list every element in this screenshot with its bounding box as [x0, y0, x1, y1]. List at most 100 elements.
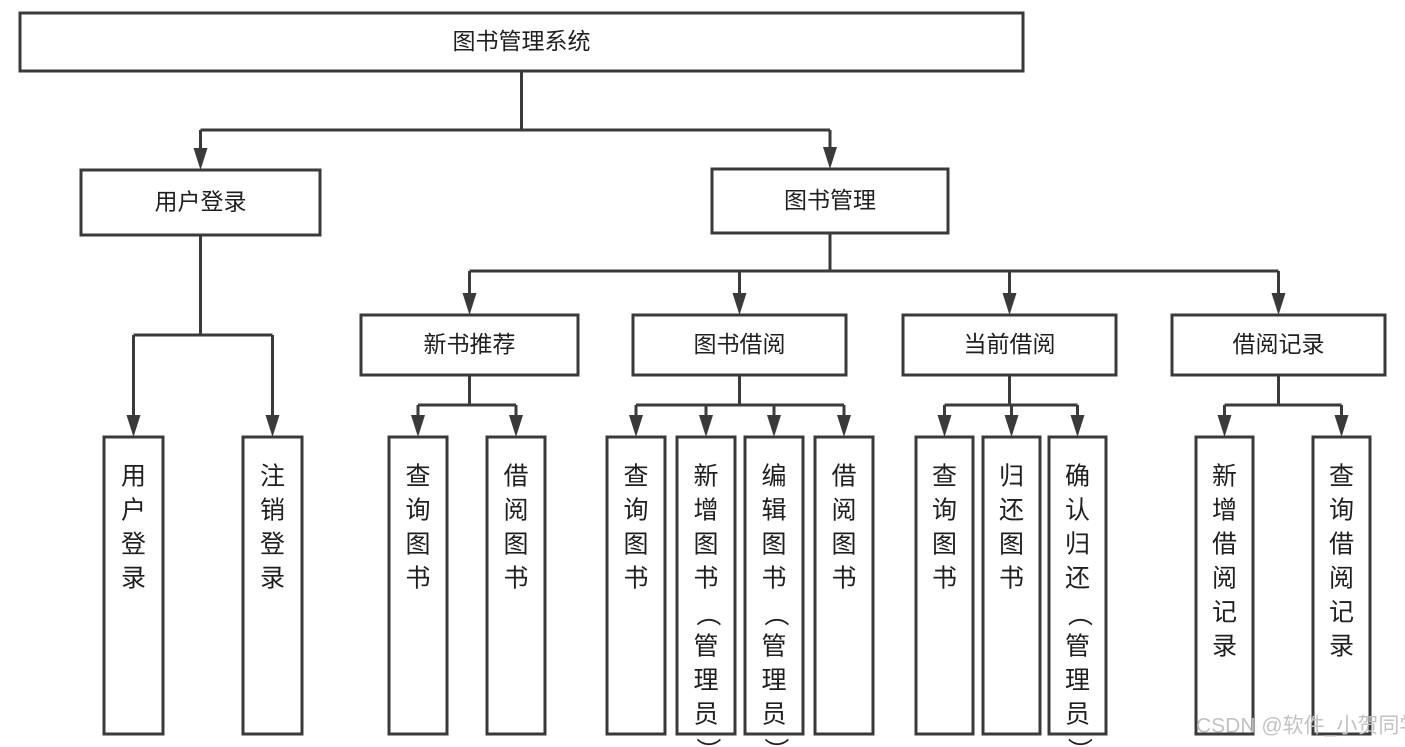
arrow-head-l3_2: [1002, 293, 1017, 315]
node-label-char-leaf_5-0: 新: [693, 463, 718, 491]
node-label-char-leaf_7-3: 书: [831, 565, 856, 593]
arrow-head-leaf_3: [509, 415, 523, 437]
arrow-head-leaf_5: [699, 415, 713, 437]
connector-root: [193, 71, 837, 170]
node-label-char-leaf_5-4: （: [693, 601, 721, 626]
node-label-char-leaf_8-3: 书: [932, 565, 957, 593]
node-label-char-leaf_3-0: 借: [503, 463, 528, 491]
node-label-char-leaf_10-2: 归: [1065, 531, 1090, 559]
node-label-char-leaf_2-2: 图: [405, 531, 430, 559]
node-label-char-leaf_10-6: 理: [1065, 667, 1090, 695]
node-l3_2[interactable]: 当前借阅: [901, 313, 1118, 377]
node-box-leaf_10[interactable]: [1047, 435, 1108, 736]
node-label-char-leaf_8-0: 查: [932, 463, 957, 491]
node-label-char-leaf_12-4: 记: [1329, 599, 1354, 627]
node-label-char-leaf_11-3: 阅: [1212, 565, 1237, 593]
node-label-l2_0: 用户登录: [155, 189, 247, 215]
node-label-char-leaf_1-2: 登: [260, 531, 285, 559]
arrow-head-leaf_11: [1217, 415, 1232, 437]
node-label-char-leaf_10-4: （: [1065, 601, 1093, 626]
node-box-l2_0[interactable]: [79, 168, 322, 237]
node-label-char-leaf_6-0: 编: [761, 463, 786, 491]
node-label-char-leaf_2-1: 询: [405, 497, 430, 525]
node-label-char-leaf_3-3: 书: [503, 565, 528, 593]
node-box-l2_1[interactable]: [710, 167, 950, 235]
node-label-char-leaf_6-1: 辑: [761, 497, 786, 525]
node-box-l3_1[interactable]: [631, 313, 848, 377]
node-box-leaf_8[interactable]: [914, 435, 975, 736]
node-label-char-leaf_5-1: 增: [693, 497, 718, 525]
node-label-char-leaf_10-1: 认: [1065, 497, 1090, 525]
node-label-char-leaf_5-5: 管: [693, 633, 718, 661]
node-box-leaf_5[interactable]: [675, 435, 737, 736]
node-label-l3_3: 借阅记录: [1233, 331, 1325, 357]
node-box-leaf_7[interactable]: [813, 435, 875, 736]
arrow-head-leaf_6: [767, 415, 781, 437]
arrow-head-leaf_12: [1334, 415, 1349, 437]
node-box-l3_3[interactable]: [1170, 313, 1387, 377]
node-label-char-leaf_10-0: 确: [1065, 463, 1090, 491]
arrow-head-leaf_0: [126, 415, 141, 437]
node-box-l3_2[interactable]: [901, 313, 1118, 377]
node-box-l3_0[interactable]: [359, 313, 580, 377]
connector-l3_1: [629, 375, 851, 437]
node-root[interactable]: 图书管理系统: [18, 11, 1025, 73]
node-label-char-leaf_5-3: 书: [693, 565, 718, 593]
nodes-group: 图书管理系统用户登录图书管理新书推荐图书借阅当前借阅借阅记录用户登录注销登录查询…: [18, 11, 1387, 747]
node-box-leaf_2[interactable]: [387, 435, 449, 736]
node-label-char-leaf_8-2: 图: [932, 531, 957, 559]
node-box-root[interactable]: [18, 11, 1025, 73]
node-label-char-leaf_11-1: 增: [1212, 497, 1237, 525]
node-label-char-leaf_1-1: 销: [260, 497, 285, 525]
node-l3_3[interactable]: 借阅记录: [1170, 313, 1387, 377]
node-box-leaf_11[interactable]: [1194, 435, 1255, 736]
node-box-leaf_1[interactable]: [241, 435, 304, 736]
arrow-head-leaf_2: [411, 415, 425, 437]
node-leaf_0[interactable]: 用户登录: [102, 435, 165, 736]
node-label-char-leaf_4-0: 查: [623, 463, 648, 491]
node-label-char-leaf_11-2: 借: [1212, 531, 1237, 559]
node-box-leaf_3[interactable]: [485, 435, 547, 736]
node-label-char-leaf_10-8: ）: [1065, 737, 1093, 747]
node-box-leaf_0[interactable]: [102, 435, 165, 736]
arrow-head-leaf_4: [629, 415, 643, 437]
node-label-char-leaf_8-1: 询: [932, 497, 957, 525]
node-label-char-leaf_0-2: 登: [121, 531, 146, 559]
node-label-char-leaf_0-1: 户: [121, 497, 146, 525]
connector-l3_3: [1217, 375, 1349, 437]
node-l3_1[interactable]: 图书借阅: [631, 313, 848, 377]
arrow-head-leaf_9: [1004, 415, 1019, 437]
node-l2_1[interactable]: 图书管理: [710, 167, 950, 235]
node-box-leaf_6[interactable]: [743, 435, 805, 736]
node-label-l2_1: 图书管理: [784, 187, 876, 213]
node-l2_0[interactable]: 用户登录: [79, 168, 322, 237]
csdn-watermark: CSDN @软件_小贺同学: [1196, 715, 1405, 738]
node-l3_0[interactable]: 新书推荐: [359, 313, 580, 377]
node-label-char-leaf_1-0: 注: [260, 463, 285, 491]
arrow-head-l3_0: [462, 293, 477, 315]
node-box-leaf_12[interactable]: [1311, 435, 1372, 736]
node-box-leaf_4[interactable]: [605, 435, 667, 736]
connector-l2_1: [462, 233, 1286, 315]
node-label-char-leaf_6-6: 理: [761, 667, 786, 695]
node-label-char-leaf_1-3: 录: [260, 565, 285, 593]
node-box-leaf_9[interactable]: [981, 435, 1042, 736]
arrow-head-l2_1: [823, 147, 837, 169]
node-label-char-leaf_9-3: 书: [999, 565, 1024, 593]
node-label-char-leaf_9-1: 还: [999, 497, 1024, 525]
node-label-char-leaf_3-1: 阅: [503, 497, 528, 525]
node-label-char-leaf_5-8: ）: [693, 737, 721, 747]
